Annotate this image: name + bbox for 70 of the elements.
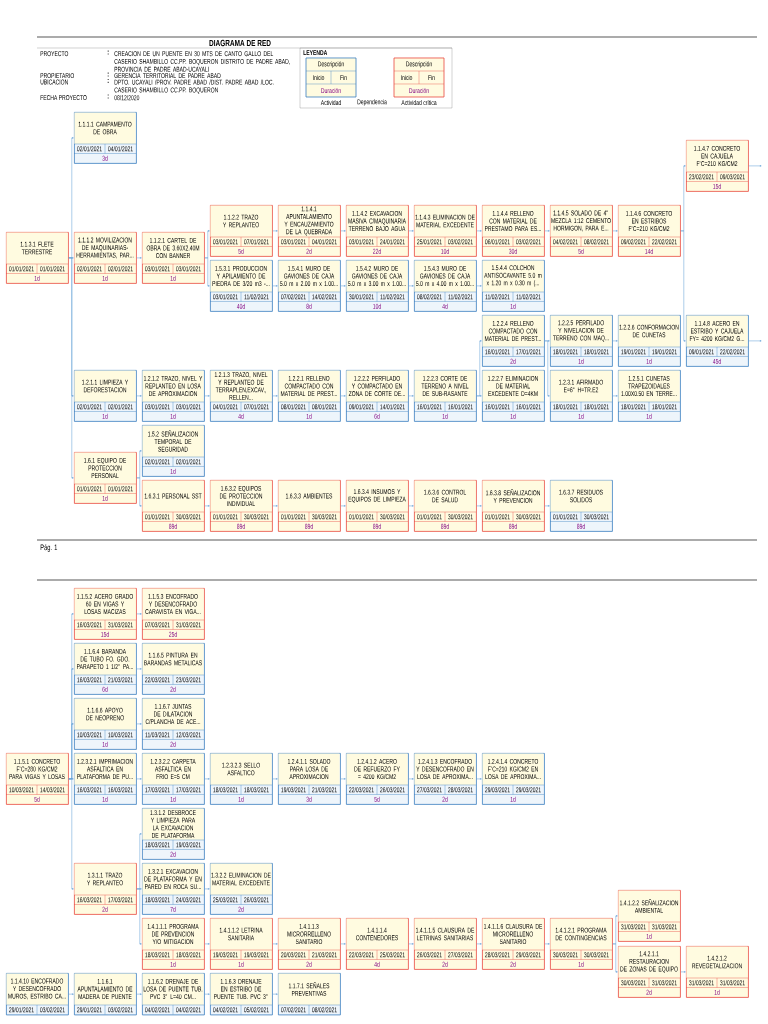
arrow [476, 395, 482, 397]
arrow [68, 137, 74, 259]
arrow [272, 778, 278, 780]
arrow [68, 993, 74, 995]
arrow [136, 993, 142, 995]
colon: : [107, 78, 109, 83]
arrow [612, 395, 618, 397]
arrow [612, 915, 618, 945]
arrow [680, 230, 686, 342]
arrow [340, 230, 346, 232]
arrow [612, 340, 618, 342]
arrow [408, 778, 414, 780]
arrow [340, 395, 346, 397]
colon: : [107, 50, 109, 55]
arrow [476, 505, 482, 507]
arrow [476, 230, 482, 232]
arrow [272, 285, 278, 287]
arrow [408, 285, 414, 287]
arrow [748, 340, 762, 342]
arrow [408, 943, 414, 945]
arrow [136, 723, 142, 725]
arrow [204, 505, 210, 507]
arrow [204, 943, 210, 945]
arrow [544, 943, 550, 945]
arrow [612, 943, 618, 973]
arrow [408, 505, 414, 507]
arrow [68, 778, 74, 890]
arrow [408, 230, 414, 232]
arrow [204, 395, 210, 397]
arrow [204, 230, 210, 259]
arrow [408, 395, 414, 397]
arrow [680, 971, 686, 973]
arrow [340, 943, 346, 945]
arrow [272, 505, 278, 507]
arrow [340, 778, 346, 780]
arrow [476, 778, 482, 780]
arrow [136, 613, 142, 615]
arrow [204, 257, 210, 287]
arrow [136, 668, 142, 670]
arrow [204, 993, 210, 995]
arrow [68, 723, 74, 780]
arrow [544, 230, 550, 232]
arrow [204, 778, 210, 780]
arrow [272, 943, 278, 945]
colon: : [107, 94, 109, 99]
arrow [340, 285, 346, 287]
arrow [204, 888, 210, 890]
arrow [612, 230, 618, 232]
colon: : [107, 72, 109, 77]
arrow [136, 778, 142, 780]
arrow [136, 450, 142, 479]
arrow [68, 257, 74, 479]
arrow [680, 165, 686, 232]
title: DIAGRAMA DE RED [209, 39, 271, 47]
page-number: Pág. 1 [40, 544, 58, 552]
arrow [272, 230, 278, 232]
arrow [272, 993, 278, 995]
arrow [340, 505, 346, 507]
arrow [544, 340, 550, 397]
arrow [476, 285, 482, 287]
arrow [136, 477, 142, 507]
arrow [544, 505, 550, 507]
arrow [136, 888, 142, 945]
arrow [136, 833, 142, 890]
arrow [748, 165, 762, 167]
arrow [136, 395, 142, 397]
arrow [136, 257, 142, 259]
arrow [272, 395, 278, 397]
arrow [476, 943, 482, 945]
arrow [476, 340, 482, 397]
